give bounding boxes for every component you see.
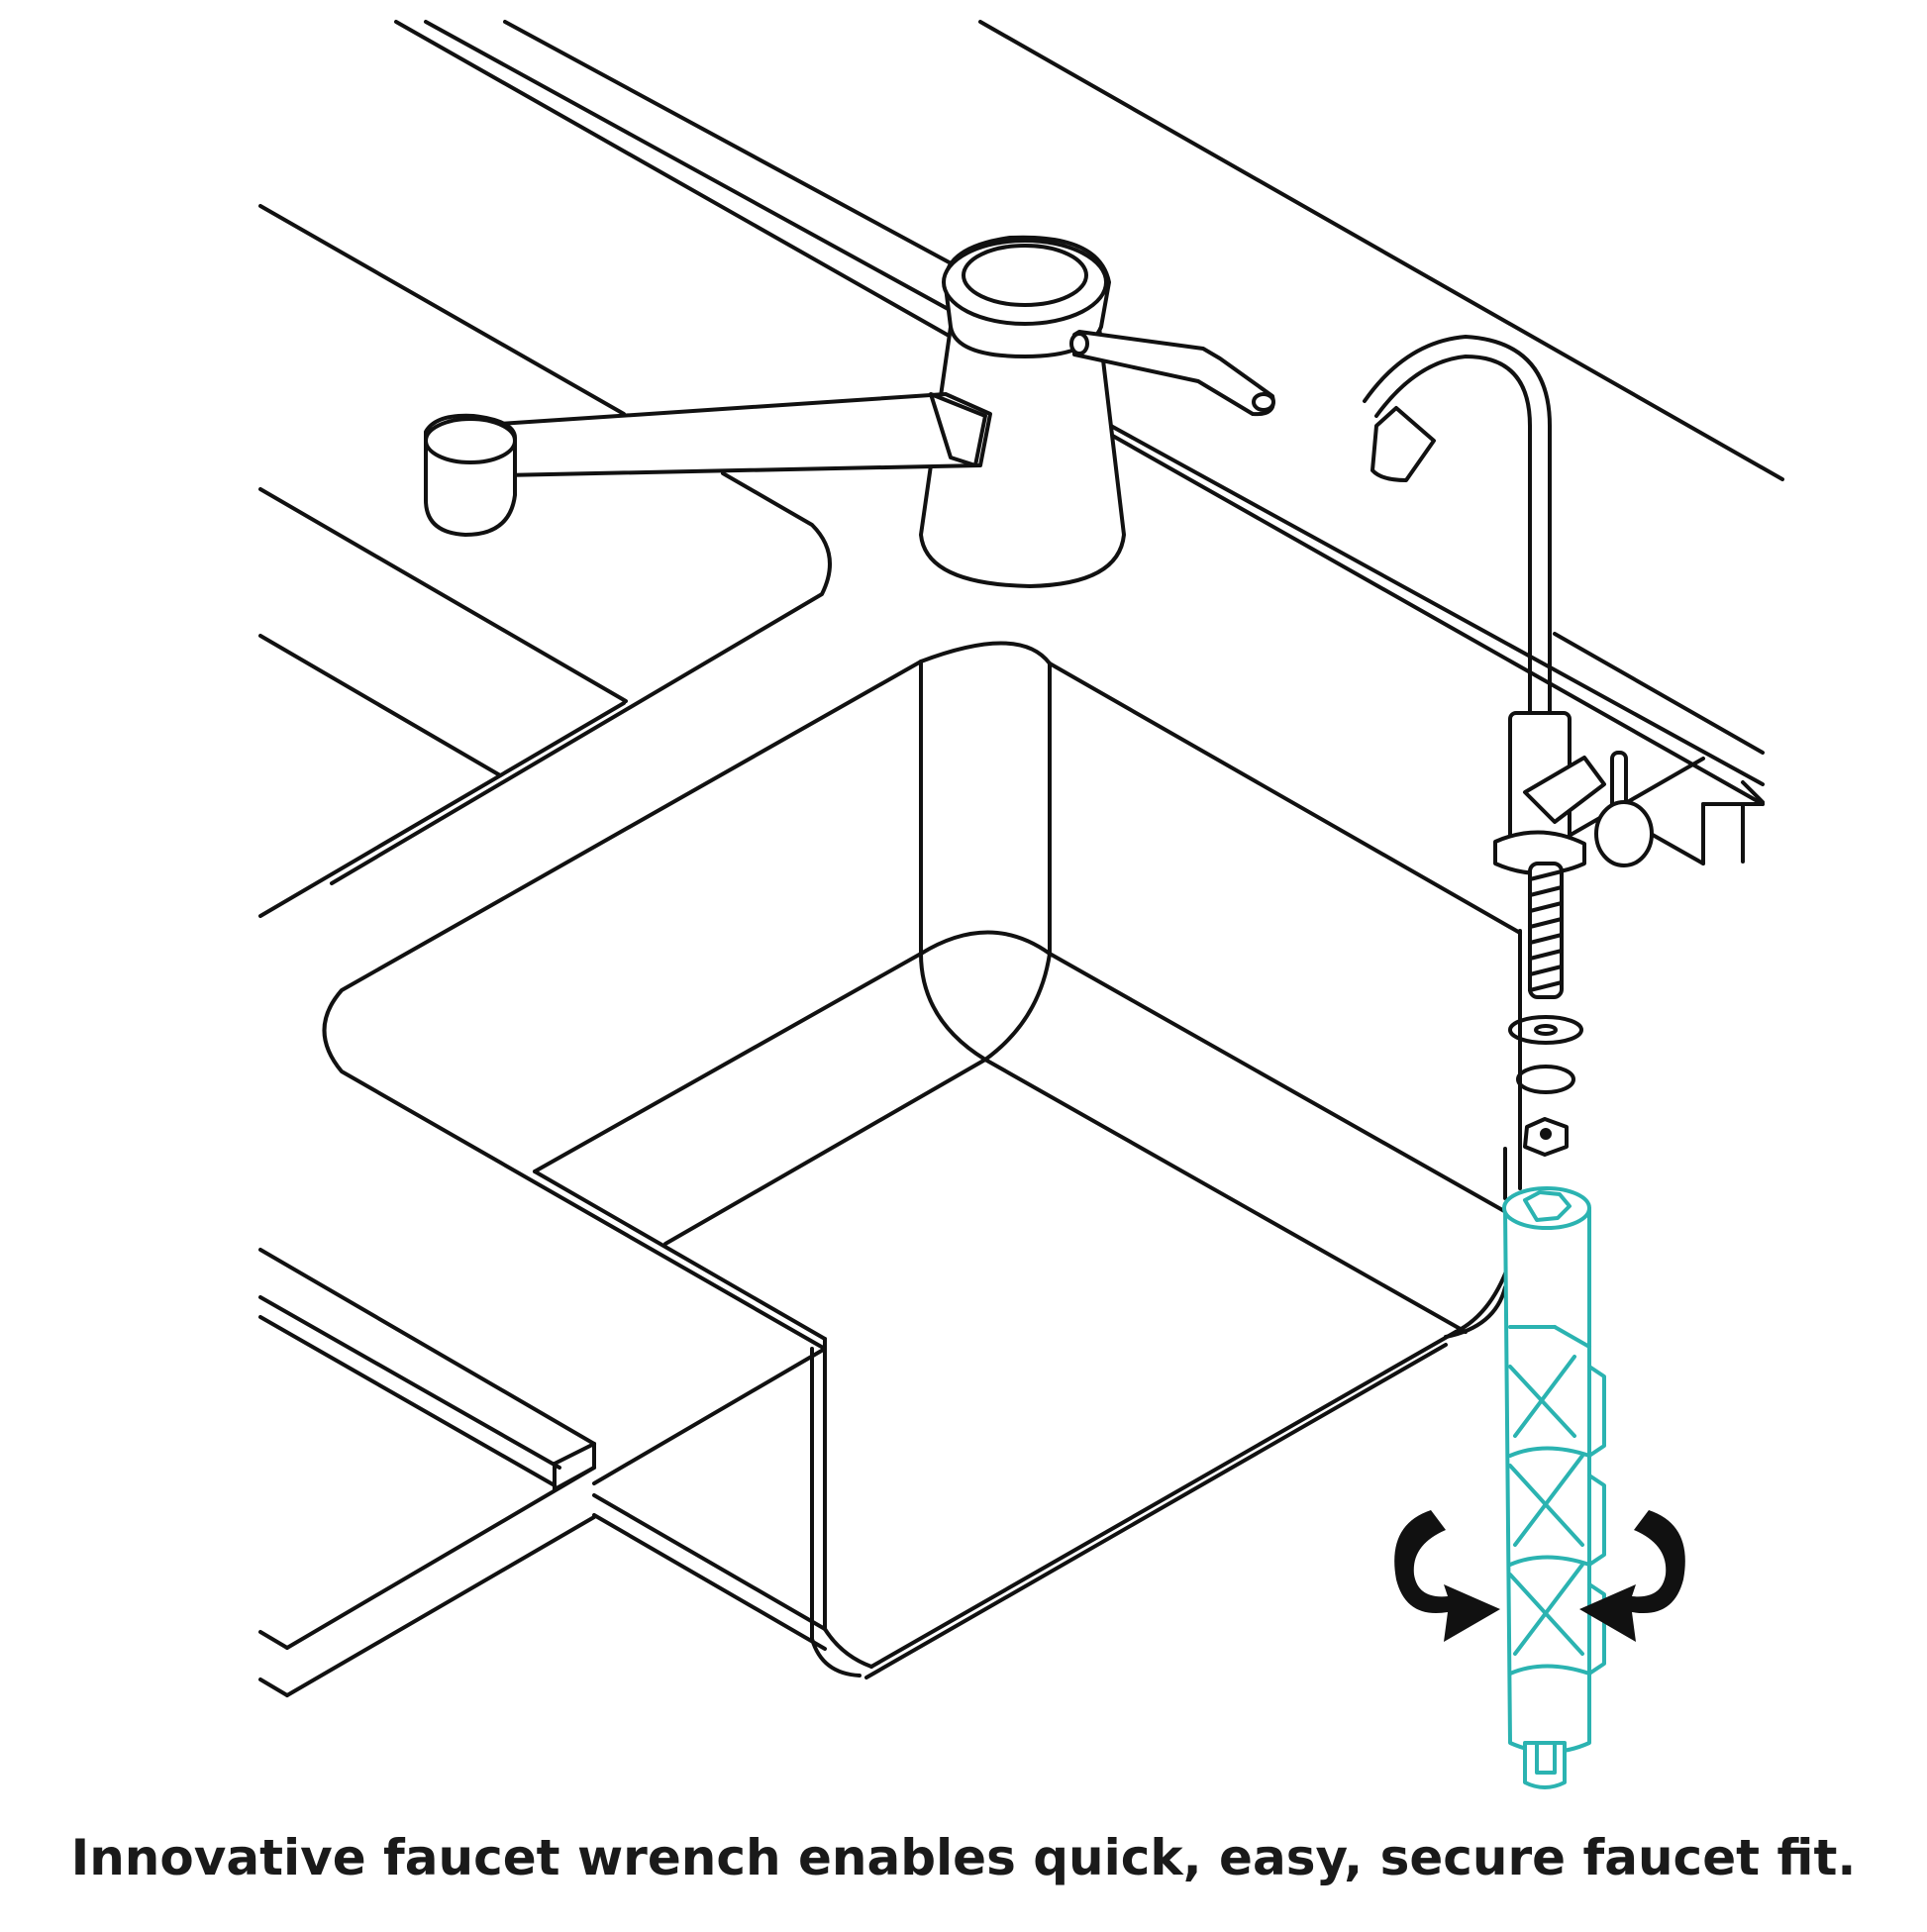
- curved-rotation-arrow-icon: [1579, 1510, 1685, 1642]
- main-faucet: [424, 235, 1275, 588]
- rotation-arrows: [1394, 1510, 1685, 1642]
- caption-text: Innovative faucet wrench enables quick, …: [70, 1829, 1857, 1886]
- sink-basin: [322, 641, 1522, 1679]
- curved-rotation-arrow-icon: [1394, 1510, 1500, 1642]
- filter-faucet: [1363, 335, 1654, 1200]
- shaft-thread: [1528, 869, 1564, 992]
- faucet-wrench: [1502, 1186, 1606, 1789]
